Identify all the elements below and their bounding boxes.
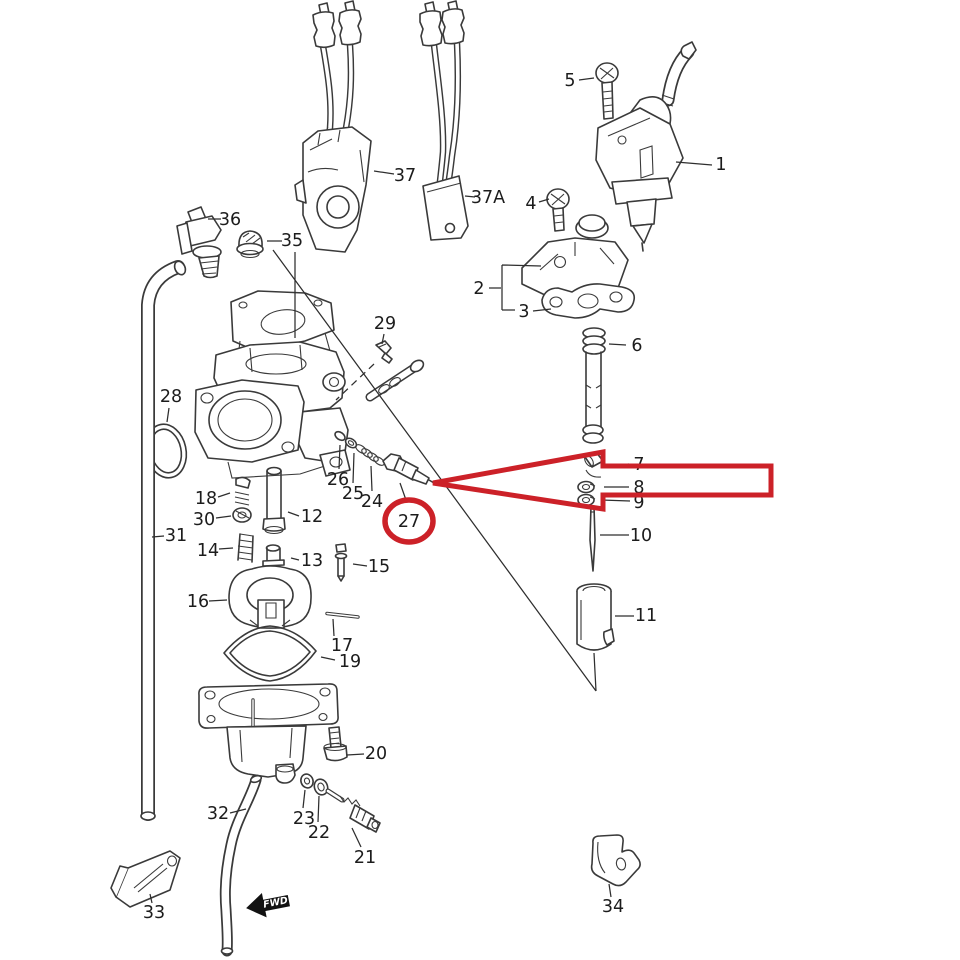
part-plunger-18 [234,476,251,506]
part-screw-4 [546,188,570,232]
part-pilot-jet-15 [334,543,348,582]
part-label-15: 15 [368,557,390,577]
part-bracket-33 [110,850,181,908]
part-screw-5 [595,62,619,120]
part-float-cylinder-11 [576,583,615,651]
part-label-18: 18 [195,489,217,509]
part-ignition-coil-37 [294,0,372,253]
part-lever-assembly-2 [521,214,629,299]
fwd-arrow [246,892,290,918]
part-label-17: 17 [331,636,353,656]
part-label-27: 27 [398,512,420,532]
highlight-overlay [382,449,774,545]
part-labels: 1 2 3 4 5 6 7 8 9 10 11 12 13 14 15 16 1… [143,71,727,923]
part-label-8: 8 [633,478,644,498]
part-bowl-gasket-19 [223,625,317,682]
part-label-34: 34 [602,897,624,917]
part-needle-10 [589,505,596,572]
part-label-24: 24 [361,492,383,512]
part-label-23: 23 [293,809,315,829]
part-jet-tube-12 [262,466,286,535]
part-drain-hose-32 [219,774,263,957]
part-valve-seat-13 [262,544,285,573]
part-washer-8 [577,480,596,494]
part-float-16 [228,565,312,629]
part-label-19: 19 [339,652,361,672]
part-plunger-21 [325,788,381,833]
part-fuel-valve-36 [176,206,222,279]
part-label-33: 33 [143,903,165,923]
part-label-4: 4 [525,194,536,214]
part-label-22: 22 [308,823,330,843]
part-label-16: 16 [187,592,209,612]
part-label-29: 29 [374,314,396,334]
fwd-marker: FWD [246,892,290,918]
part-starter-unit-1 [595,41,697,252]
part-label-1: 1 [715,155,726,175]
part-clip-34 [590,834,641,887]
part-washer-23 [300,773,314,789]
part-label-21: 21 [354,848,376,868]
part-spring-14 [237,533,254,563]
part-tube-31 [140,260,187,821]
part-washer-26 [334,430,346,442]
part-screw-29 [335,340,393,401]
part-carb-body [194,341,425,479]
part-spring-24 [355,444,385,466]
part-label-13: 13 [301,551,323,571]
part-label-6: 6 [631,336,642,356]
part-label-37a: 37A [471,188,505,208]
highlight-circle [382,497,436,545]
part-label-9: 9 [633,493,644,513]
part-label-30: 30 [193,510,215,530]
part-washer-22 [313,778,329,796]
part-label-25: 25 [342,484,364,504]
part-screw-30 [232,507,252,523]
part-cdi-unit-37a [419,0,469,241]
part-label-10: 10 [630,526,652,546]
part-label-5: 5 [564,71,575,91]
part-label-20: 20 [365,744,387,764]
part-cap-35 [236,230,264,259]
part-float-bowl [198,683,339,784]
fwd-label: FWD [262,895,289,911]
part-label-35: 35 [281,231,303,251]
part-label-3: 3 [518,302,529,322]
part-label-26: 26 [327,470,349,490]
part-label-32: 32 [207,804,229,824]
part-needle-valve-27 [382,453,435,485]
highlight-arrow [432,449,774,512]
diagram-line-art: FWD [110,0,697,957]
part-label-37: 37 [394,166,416,186]
part-label-14: 14 [197,541,219,561]
part-gasket-3 [541,283,636,319]
part-label-11: 11 [635,606,657,626]
part-label-31: 31 [165,526,187,546]
part-carb-top-flange [230,290,335,359]
part-label-28: 28 [160,387,182,407]
part-float-pin-17 [325,611,360,619]
part-screw-20 [323,726,348,762]
part-spring-tube-6 [582,327,606,444]
part-label-12: 12 [301,507,323,527]
part-label-2: 2 [473,279,484,299]
part-label-36: 36 [219,210,241,230]
